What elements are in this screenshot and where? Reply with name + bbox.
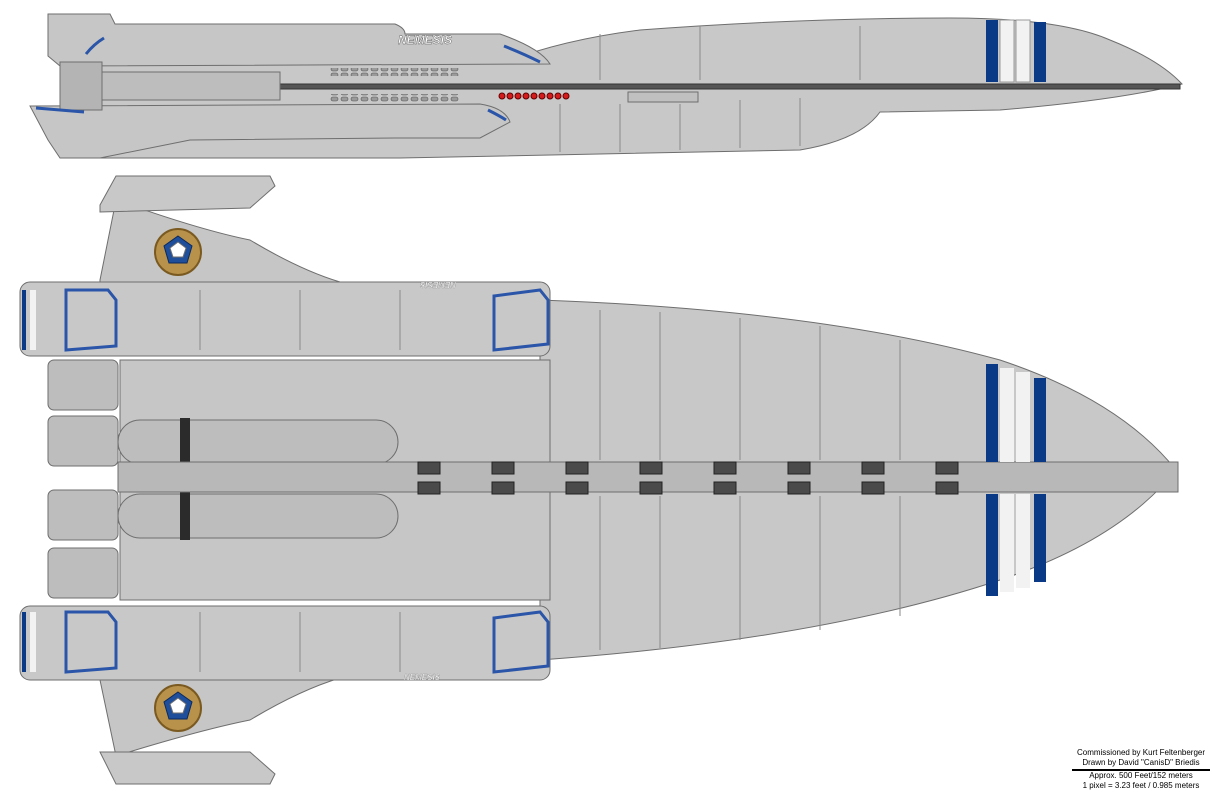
credit-drawn: Drawn by David "CanisD" Briedis	[1082, 758, 1200, 767]
side-lower-pod	[29, 103, 511, 159]
side-upper-pod	[47, 13, 551, 67]
side-stripe-blue-2	[1034, 22, 1046, 82]
top-nacelle-rims	[64, 288, 550, 674]
side-vent-row-upper	[330, 68, 460, 76]
side-engine-block	[59, 61, 103, 111]
top-lower-nacelle	[19, 605, 551, 681]
ship-name-side: NEMESIS	[398, 33, 452, 47]
scale-bar	[1072, 769, 1210, 771]
side-aft-engine	[99, 71, 281, 101]
top-panel-lines	[199, 290, 901, 672]
side-nacelle-glow-3	[35, 106, 85, 114]
side-nacelle-glow-2	[503, 44, 541, 64]
ship-name-top: NEMESIS	[419, 280, 456, 289]
top-nacelle-aft-stripes	[22, 290, 36, 672]
side-panel-lines	[559, 26, 861, 152]
side-hatch	[627, 91, 699, 103]
top-upper-wingtip-pod	[99, 175, 276, 213]
side-spine-rail	[269, 83, 1181, 90]
top-emblem-lower	[154, 684, 202, 732]
top-emblem-upper	[154, 228, 202, 276]
top-lower-wing	[99, 677, 341, 757]
credit-commissioned: Commissioned by Kurt Feltenberger	[1076, 748, 1206, 757]
side-stripe-white-1	[999, 19, 1015, 83]
side-view: NEMESIS	[29, 13, 1183, 159]
top-view: NEMESIS NEMESIS	[19, 175, 1179, 785]
credits-block: Commissioned by Kurt Feltenberger Drawn …	[1066, 748, 1216, 791]
top-engine-exhausts	[180, 418, 190, 540]
top-upper-wing	[99, 199, 341, 283]
top-turrets	[417, 461, 959, 495]
side-stripe-white-2	[1015, 19, 1031, 83]
side-red-lights	[498, 92, 570, 100]
side-stripe-blue-1	[986, 20, 998, 82]
side-nacelle-glow-4	[487, 108, 507, 122]
top-lower-wingtip-pod	[99, 751, 276, 785]
credit-size: Approx. 500 Feet/152 meters	[1089, 771, 1193, 780]
ship-name-bottom: NEMESIS	[404, 673, 441, 682]
credit-scale: 1 pixel = 3.23 feet / 0.985 meters	[1082, 781, 1200, 790]
side-vent-row-lower	[330, 94, 460, 102]
side-nacelle-glow-1	[84, 36, 105, 55]
top-upper-nacelle	[19, 281, 551, 357]
top-hull-stripes	[986, 364, 1046, 596]
